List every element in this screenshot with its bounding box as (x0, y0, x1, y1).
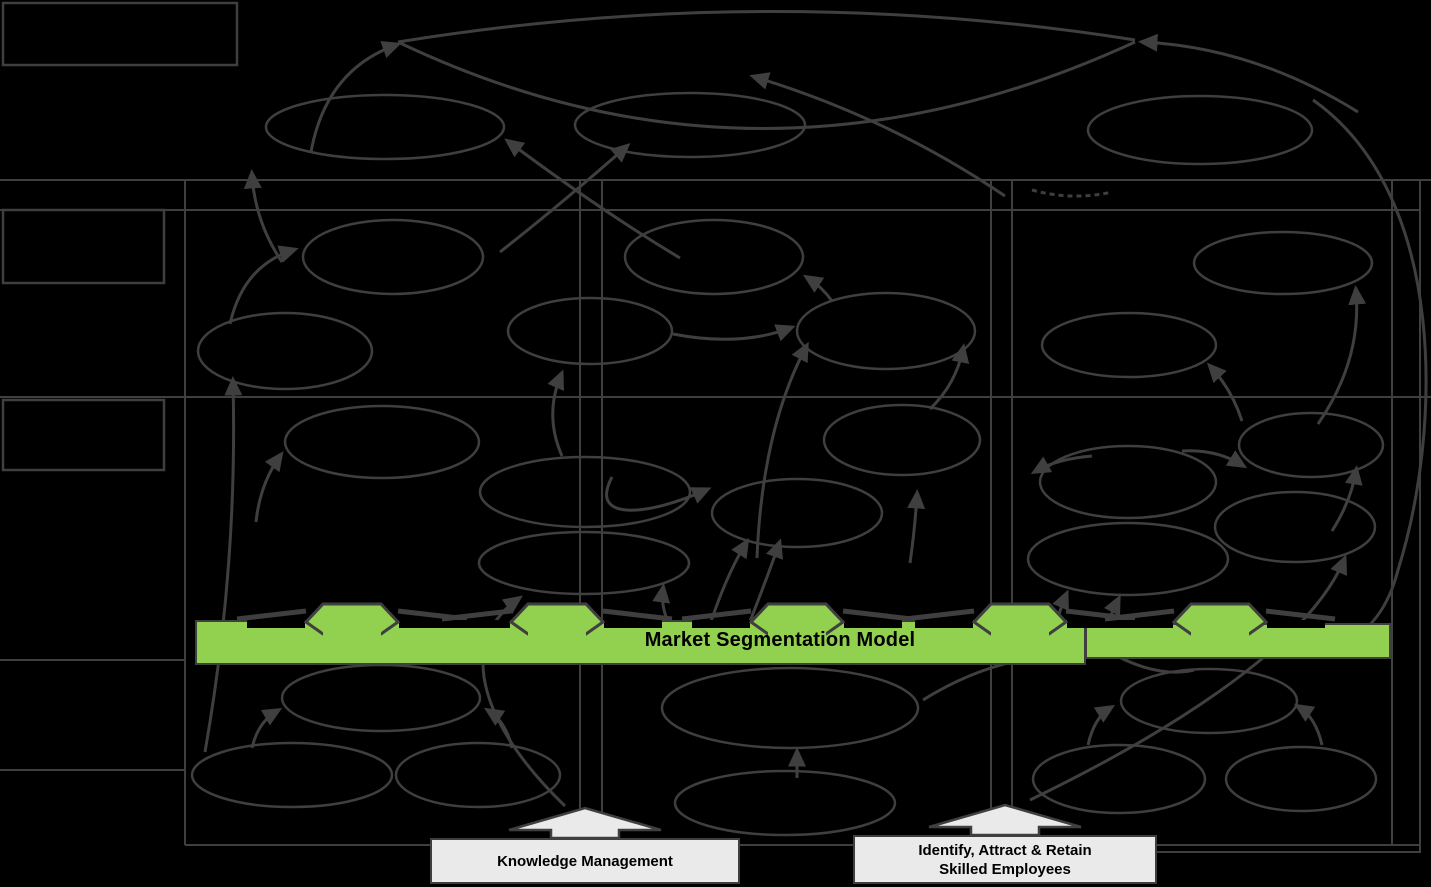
link-arc (1031, 188, 1113, 198)
arrow-arc (755, 341, 809, 559)
concept-ellipse (1031, 743, 1207, 815)
banner-arrow-notch (399, 620, 457, 628)
arrow-arc (1316, 285, 1367, 425)
banner-up-arrow-stem (528, 622, 586, 636)
arrow-arc (749, 72, 1006, 198)
concept-ellipse (623, 218, 805, 296)
banner-arrow-notch (1267, 620, 1325, 628)
concept-ellipse (506, 296, 674, 366)
arrow-arc (481, 595, 567, 808)
concept-ellipse (1026, 521, 1230, 597)
label-up-arrow (928, 803, 1082, 837)
banner-arrow-wing (602, 608, 673, 622)
arrow-arc (1086, 704, 1116, 746)
concept-ellipse (1040, 311, 1218, 379)
banner-arrow-notch (247, 620, 305, 628)
banner-up-arrow-stem (991, 622, 1049, 636)
concept-ellipse (673, 769, 897, 837)
link-arc (1241, 98, 1428, 658)
arrow-arc (547, 369, 565, 457)
row-label-box-2 (1, 398, 166, 472)
concept-ellipse (477, 530, 691, 596)
row-label-box-1 (1, 208, 166, 285)
banner-up-arrow-stem (323, 622, 381, 636)
arrow-arc (254, 451, 284, 523)
arrow-arc (907, 489, 926, 564)
arrow-arc (504, 138, 681, 260)
concept-ellipse (1119, 667, 1299, 735)
arrow-arc (309, 41, 402, 153)
label-up-arrow (508, 806, 662, 840)
link-arc (397, 10, 1136, 44)
concept-ellipse (1038, 444, 1218, 520)
concept-ellipse (660, 666, 920, 750)
concept-nodes (190, 91, 1385, 837)
concept-ellipse (822, 403, 982, 477)
top-left-title-box (1, 1, 239, 67)
banner-arrow-notch (844, 620, 902, 628)
concept-ellipse (1213, 490, 1377, 564)
banner-up-arrow-stem (768, 622, 826, 636)
concept-ellipse (264, 93, 506, 161)
bottom-block-arrows (508, 803, 1082, 840)
banner-arrow-wing (842, 608, 913, 622)
arrow-arc (1330, 465, 1363, 532)
arrow-arc (605, 476, 712, 512)
concept-ellipse (795, 291, 977, 371)
concept-ellipse (1086, 94, 1314, 166)
arrow-arc (1206, 362, 1244, 422)
banner-arrow-wing (236, 608, 307, 622)
arrow-arc (672, 324, 796, 342)
banner-arrow-wing (441, 608, 512, 622)
concept-ellipse (1192, 230, 1374, 296)
link-arc (1116, 654, 1195, 674)
concept-ellipse (283, 404, 481, 480)
causal-arrows (203, 10, 1428, 808)
banner-label: Market Segmentation Model (644, 629, 916, 651)
banner-arrow-notch (1115, 620, 1173, 628)
arrow-arc (928, 343, 970, 411)
arrow-arc (203, 376, 243, 753)
concept-ellipse (190, 741, 394, 809)
concept-ellipse (196, 311, 374, 391)
banner-arrow-notch (915, 620, 973, 628)
arrow-arc (1029, 554, 1348, 802)
banner-arrow-wing (1265, 608, 1336, 622)
arrow-arc (250, 707, 283, 749)
banner-arrow-notch (604, 620, 662, 628)
concept-ellipse (394, 741, 562, 809)
arrow-arc (1181, 449, 1248, 469)
table-grid (0, 1, 1431, 853)
banner-arrow-wing (1104, 608, 1175, 622)
concept-ellipse (710, 477, 884, 549)
arrow-arc (1030, 454, 1093, 474)
concept-ellipse (478, 455, 692, 529)
arrow-arc (802, 274, 834, 302)
banner-arrow-notch (1067, 620, 1125, 628)
arrow-arc (243, 169, 284, 263)
banner-arrow-notch (452, 620, 510, 628)
concept-ellipse (1224, 745, 1378, 813)
knowledge-management-label: Knowledge Management (430, 838, 740, 884)
concept-ellipse (280, 663, 482, 733)
link-arc (397, 40, 1136, 130)
arrow-arc (483, 707, 514, 749)
concept-ellipse (1237, 411, 1385, 479)
market-segmentation-banner (195, 602, 1391, 665)
arrow-arc (499, 143, 631, 254)
banner-arrow-wing (904, 608, 975, 622)
arrow-arc (1138, 33, 1359, 114)
identify-attract-retain-label: Identify, Attract & Retain Skilled Emplo… (853, 835, 1157, 884)
arrow-arc (228, 245, 299, 325)
arrow-arc (1293, 703, 1324, 746)
banner-arrow-notch (692, 620, 750, 628)
banner-up-arrow-stem (1191, 622, 1249, 636)
concept-ellipse (573, 91, 807, 159)
concept-ellipse (301, 218, 485, 296)
banner-arrow-wing (681, 608, 752, 622)
